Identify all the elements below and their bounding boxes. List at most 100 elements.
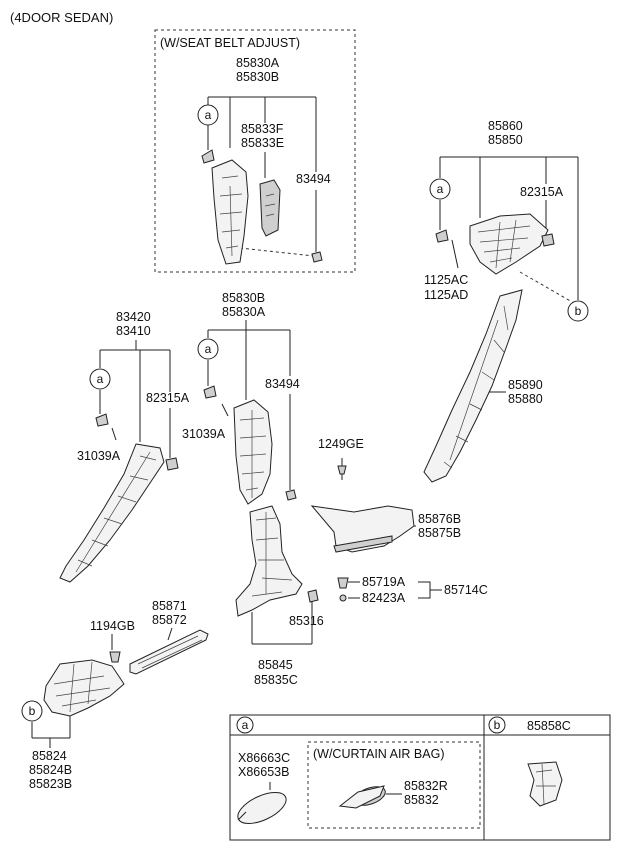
svg-text:b: b [29,704,36,718]
label-1125ac: 1125AC [424,273,468,287]
inset-clip [201,149,215,164]
clip-85719a [337,577,349,589]
variant-title: (4DOOR SEDAN) [10,10,113,25]
label-85830b: 85830B [222,291,265,305]
front-pillar-leaders [99,340,171,458]
legend-ref-a: a [236,716,254,734]
inset-label-83494: 83494 [296,172,331,186]
curtain-airbag-box [307,741,481,829]
label-85719a: 85719A [362,575,406,589]
label-85830a: 85830A [222,305,266,319]
label-85316: 85316 [289,614,324,628]
front-scuff-trim [129,629,209,675]
label-1249ge: 1249GE [318,437,364,451]
inset-label-85830b: 85830B [236,70,279,84]
label-85824b: 85824B [29,763,72,777]
legend-label-x86653b: X86653B [238,765,289,779]
rear-screw [451,239,459,269]
center-screw [221,403,229,417]
legend-table [229,714,611,841]
center-clip-85316 [307,589,319,603]
inset-leader-lines [207,96,317,257]
ref-circle-a-front: a [89,368,111,390]
ref-circle-a-center: a [197,338,219,360]
center-pillar-upper-trim [233,399,273,505]
inset-label-85833f: 85833F [241,122,284,136]
scuff-front-leaders [111,627,173,650]
curtain-airbag-title: (W/CURTAIN AIR BAG) [313,747,445,761]
center-clip-a [203,385,217,399]
label-31039a-front: 31039A [77,449,121,463]
label-85871: 85871 [152,599,187,613]
label-82315a-rear: 82315A [520,185,564,199]
label-85875b: 85875B [418,526,461,540]
clip-85858c [527,761,563,807]
rear-scuff-edge [333,535,393,553]
legend-label-x86663c: X86663C [238,751,290,765]
label-85835c: 85835C [254,673,298,687]
cowl-trim-detail [53,661,111,713]
svg-text:a: a [205,108,212,122]
rear-clip-a [435,229,449,243]
front-clip-82315a [165,457,179,471]
legend-ref-b: b [488,716,506,734]
inset-trim-detail [219,175,243,257]
label-85845: 85845 [258,658,293,672]
inset-label-85833e: 85833E [241,136,284,150]
bolt-1194gb [109,651,121,663]
label-1194gb: 1194GB [90,619,135,633]
x86663c-plug [237,792,287,824]
inset-adjuster-cover [259,179,281,237]
label-85876b: 85876B [418,512,461,526]
legend-label-85832r: 85832R [404,779,448,793]
label-85823b: 85823B [29,777,72,791]
svg-text:b: b [575,304,582,318]
label-82423a: 82423A [362,591,406,605]
clip-82423a [339,594,347,602]
center-lower-detail [251,512,293,597]
seat-belt-inset-title: (W/SEAT BELT ADJUST) [160,36,300,50]
center-lower-leaders [251,602,313,645]
inset-center-pillar-trim [211,159,249,265]
label-31039a-center: 31039A [182,427,226,441]
airbag-trim-cover [338,785,385,809]
rear-pillar-trim [469,213,549,275]
cowl-side-trim [43,659,125,717]
legend-label-85832: 85832 [404,793,439,807]
label-83494-center: 83494 [265,377,300,391]
front-clip-a [95,413,109,427]
ref-circle-a-rear: a [429,178,451,200]
svg-text:b: b [494,718,501,732]
label-83420: 83420 [116,310,151,324]
rear-pillar-detail [477,219,531,269]
rear-pillar-leaders [439,156,579,303]
ref-circle-a-inset: a [197,104,219,126]
svg-text:a: a [205,342,212,356]
legend-label-85858c: 85858C [527,719,571,733]
quarter-pillar-trim [423,289,523,483]
svg-text:a: a [437,182,444,196]
label-85824: 85824 [32,749,67,763]
front-screw [111,427,117,441]
svg-text:a: a [97,372,104,386]
quarter-trim-detail [443,305,509,469]
ref-circle-b-rear: b [567,300,589,322]
front-pillar-detail [75,451,157,573]
label-85850: 85850 [488,133,523,147]
svg-text:a: a [242,718,249,732]
label-85890: 85890 [508,378,543,392]
center-pillar-lower-trim [235,505,303,617]
label-85714c: 85714C [444,583,488,597]
center-clip-83494 [285,489,297,501]
scuff-bolt-1249ge [337,465,347,475]
seat-belt-inset-box [154,29,356,273]
label-82315a-front: 82315A [146,391,190,405]
label-85880: 85880 [508,392,543,406]
rear-clip-82315a [541,233,555,247]
label-85872: 85872 [152,613,187,627]
label-85860: 85860 [488,119,523,133]
ref-circle-b-cowl: b [21,700,43,722]
center-upper-leaders [207,320,291,490]
cowl-leaders [31,716,71,748]
